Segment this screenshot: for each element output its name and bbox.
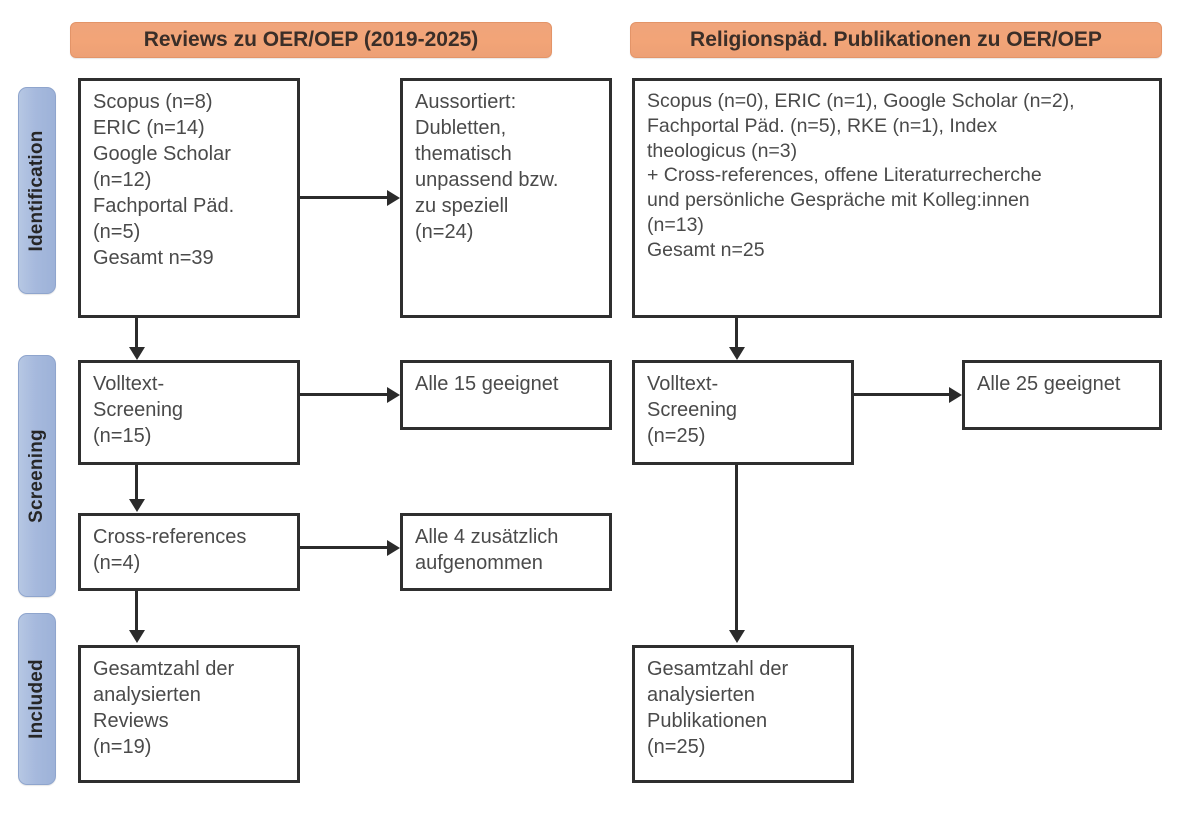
node-left-crossreferences: Cross-references (n=4): [78, 513, 300, 591]
node-left-crossreferences-text: Cross-references (n=4): [93, 526, 247, 574]
arrowhead-left-screening-to-crossrefs: [128, 499, 145, 512]
column-header-right-label: Religionspäd. Publikationen zu OER/OEP: [690, 28, 1102, 51]
connector-right-sources-to-screening: [735, 318, 738, 348]
phase-label-screening: Screening: [26, 429, 47, 523]
node-right-screening-result: Alle 25 geeignet: [962, 360, 1162, 430]
node-left-excluded: Aussortiert: Dubletten, thematisch unpas…: [400, 78, 612, 318]
node-left-screening: Volltext- Screening (n=15): [78, 360, 300, 465]
node-right-sources-text: Scopus (n=0), ERIC (n=1), Google Scholar…: [647, 90, 1075, 261]
node-left-screening-result: Alle 15 geeignet: [400, 360, 612, 430]
arrowhead-left-sources-to-excluded: [387, 189, 400, 206]
phase-label-identification: Identification: [26, 129, 47, 252]
phase-bar-included: Included: [18, 613, 56, 785]
node-right-sources: Scopus (n=0), ERIC (n=1), Google Scholar…: [632, 78, 1162, 318]
node-left-screening-text: Volltext- Screening (n=15): [93, 373, 184, 447]
connector-right-screening-to-result: [854, 393, 949, 396]
column-header-right: Religionspäd. Publikationen zu OER/OEP: [630, 22, 1162, 58]
phase-label-included: Included: [26, 659, 47, 739]
node-left-included-text: Gesamtzahl der analysierten Reviews (n=1…: [93, 658, 235, 758]
connector-left-crossrefs-to-included: [135, 591, 138, 631]
column-header-left: Reviews zu OER/OEP (2019-2025): [70, 22, 552, 58]
connector-left-sources-to-screening: [135, 318, 138, 348]
connector-left-crossrefs-to-result: [300, 546, 387, 549]
node-left-included: Gesamtzahl der analysierten Reviews (n=1…: [78, 645, 300, 783]
connector-right-screening-to-included: [735, 465, 738, 631]
node-left-screening-result-text: Alle 15 geeignet: [415, 373, 559, 395]
phase-bar-identification: Identification: [18, 87, 56, 294]
node-left-sources-text: Scopus (n=8) ERIC (n=14) Google Scholar …: [93, 91, 235, 269]
arrowhead-left-screening-to-result: [387, 386, 400, 403]
arrowhead-left-crossrefs-to-result: [387, 539, 400, 556]
arrowhead-right-sources-to-screening: [728, 347, 745, 360]
node-left-crossreferences-result: Alle 4 zusätzlich aufgenommen: [400, 513, 612, 591]
node-right-included-text: Gesamtzahl der analysierten Publikatione…: [647, 658, 789, 758]
arrowhead-right-screening-to-result: [949, 386, 962, 403]
node-right-included: Gesamtzahl der analysierten Publikatione…: [632, 645, 854, 783]
node-left-excluded-text: Aussortiert: Dubletten, thematisch unpas…: [415, 91, 559, 243]
connector-left-sources-to-excluded: [300, 196, 387, 199]
node-right-screening-text: Volltext- Screening (n=25): [647, 373, 738, 447]
arrowhead-right-screening-to-included: [728, 630, 745, 643]
node-right-screening: Volltext- Screening (n=25): [632, 360, 854, 465]
connector-left-screening-to-result: [300, 393, 387, 396]
arrowhead-left-crossrefs-to-included: [128, 630, 145, 643]
phase-bar-screening: Screening: [18, 355, 56, 597]
connector-left-screening-to-crossrefs: [135, 465, 138, 500]
node-left-crossreferences-result-text: Alle 4 zusätzlich aufgenommen: [415, 526, 559, 574]
node-left-sources: Scopus (n=8) ERIC (n=14) Google Scholar …: [78, 78, 300, 318]
column-header-left-label: Reviews zu OER/OEP (2019-2025): [143, 28, 479, 51]
node-right-screening-result-text: Alle 25 geeignet: [977, 373, 1121, 395]
arrowhead-left-sources-to-screening: [128, 347, 145, 360]
